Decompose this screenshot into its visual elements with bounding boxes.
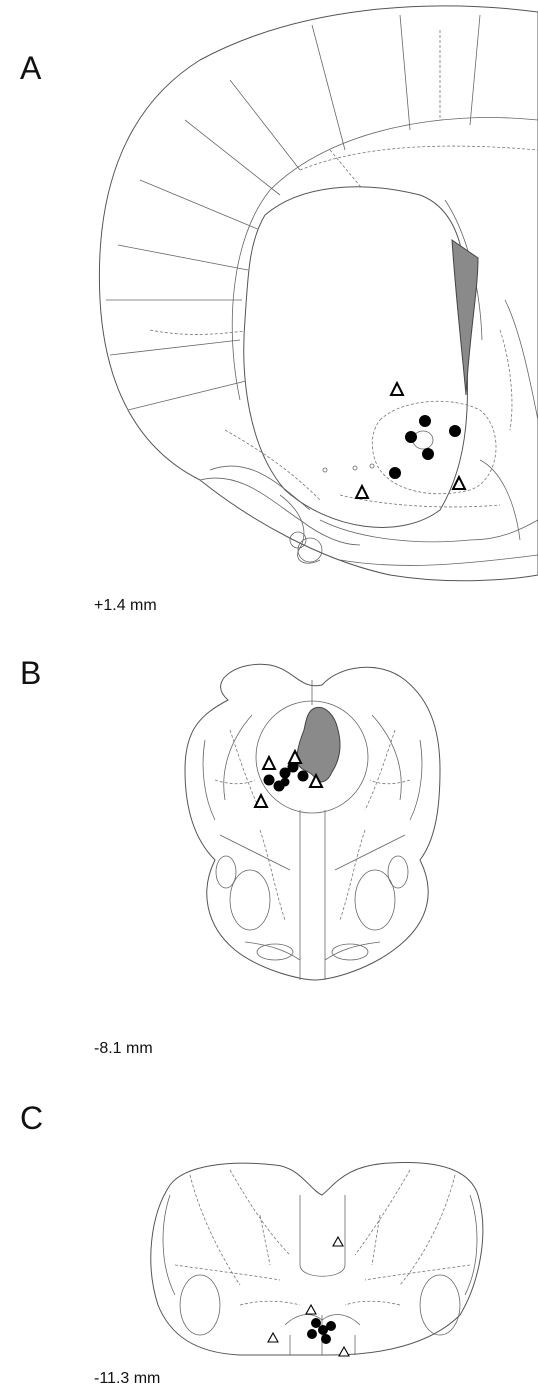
panel-a-striatum <box>244 187 468 528</box>
dot-marker <box>321 1334 331 1344</box>
dot-marker <box>326 1321 336 1331</box>
dot-marker <box>419 415 431 427</box>
panel-b-brain-section <box>0 660 538 960</box>
panel-c-brain-section <box>0 1155 538 1355</box>
dot-marker <box>422 448 434 460</box>
dot-marker <box>405 431 417 443</box>
panel-letter-c: C <box>20 1100 43 1137</box>
dot-marker <box>281 778 290 787</box>
panel-b-coordinate: -8.1 mm <box>94 1040 153 1058</box>
dot-marker <box>449 425 461 437</box>
dot-marker <box>298 771 309 782</box>
dot-marker <box>389 467 401 479</box>
panel-a-brain-section <box>0 0 538 600</box>
panel-c-coordinate: -11.3 mm <box>94 1370 160 1388</box>
dot-marker <box>307 1329 317 1339</box>
dot-marker <box>264 775 275 786</box>
panel-a-coordinate: +1.4 mm <box>94 597 157 615</box>
